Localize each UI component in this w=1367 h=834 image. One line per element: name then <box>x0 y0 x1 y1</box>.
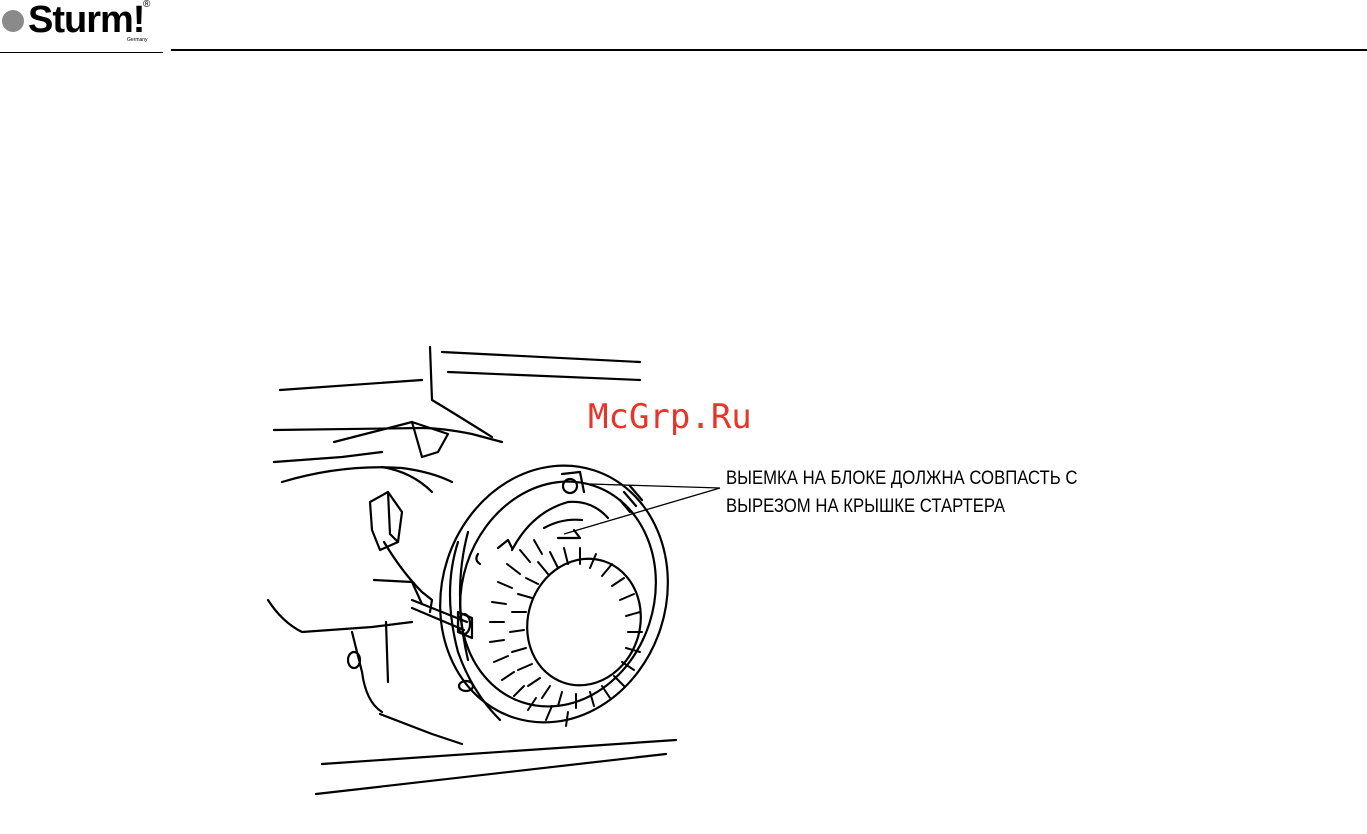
page-header: Sturm! ® Germany <box>0 0 1367 60</box>
callout-line-1: ВЫЕМКА НА БЛОКЕ ДОЛЖНА СОВПАСТЬ С <box>726 465 1219 493</box>
logo-wordmark: Sturm! <box>28 0 144 42</box>
header-rule <box>171 49 1367 51</box>
callout-leader-lines <box>560 470 730 560</box>
callout-text: ВЫЕМКА НА БЛОКЕ ДОЛЖНА СОВПАСТЬ С ВЫРЕЗО… <box>726 465 1219 521</box>
watermark-text: McGrp.Ru <box>588 396 752 438</box>
logo-dot-icon <box>2 10 24 32</box>
sturm-logo: Sturm! ® Germany <box>0 0 165 54</box>
registered-mark: ® <box>143 0 150 10</box>
callout-line-2: ВЫРЕЗОМ НА КРЫШКЕ СТАРТЕРА <box>726 493 1219 521</box>
logo-subtitle: Germany <box>127 37 148 43</box>
logo-underline <box>0 52 163 53</box>
